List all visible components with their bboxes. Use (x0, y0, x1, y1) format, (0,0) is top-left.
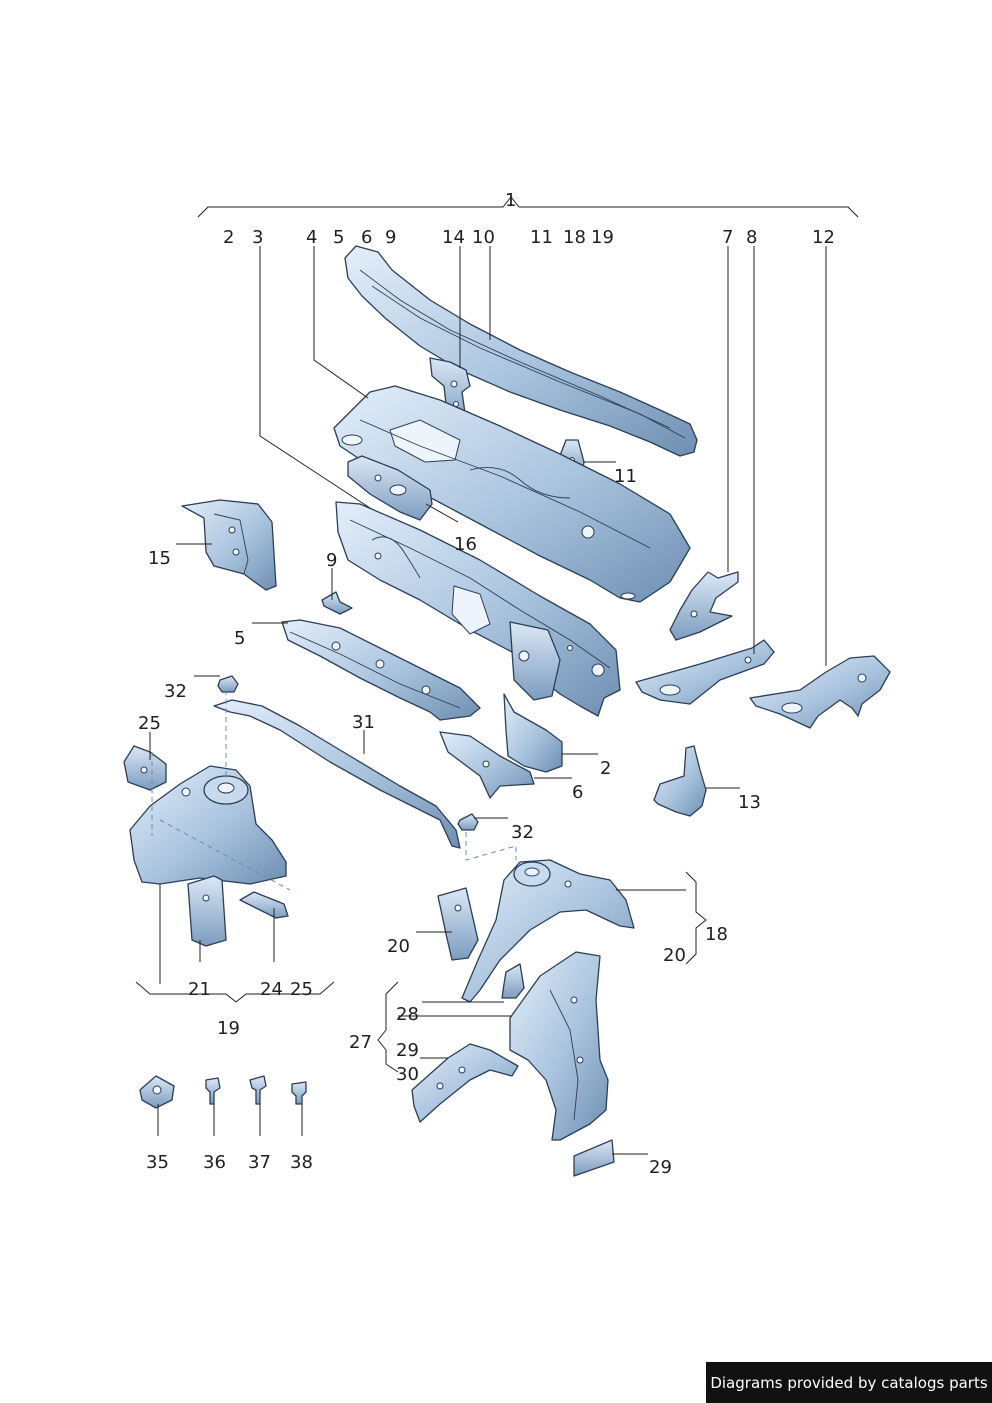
callout-13: 13 (738, 792, 761, 813)
part-8-strip (635, 639, 775, 705)
callout-20-right: 20 (663, 945, 686, 966)
part-28-bracket (501, 963, 525, 999)
callout-6: 6 (572, 782, 583, 803)
part-38-screw (291, 1081, 307, 1105)
part-3-bulkhead (335, 501, 621, 717)
part-9-tab (321, 591, 353, 615)
part-37-bolt (249, 1075, 267, 1105)
part-19-strut-tower (129, 765, 287, 885)
callout-36: 36 (203, 1152, 226, 1173)
callout-28: 28 (396, 1004, 419, 1025)
part-32-nut-upper (217, 675, 239, 693)
callout-16: 16 (454, 534, 477, 555)
callout-18-top: 18 (563, 227, 586, 248)
callout-21: 21 (188, 979, 211, 1000)
callout-38: 38 (290, 1152, 313, 1173)
callout-32-lower: 32 (511, 822, 534, 843)
part-24-strap (239, 891, 289, 919)
callout-37: 37 (248, 1152, 271, 1173)
callout-29-lower: 29 (649, 1157, 672, 1178)
callouts: 1 2 3 4 5 6 9 14 10 11 18 19 7 8 12 11 1… (138, 190, 835, 1178)
callout-11: 11 (614, 466, 637, 487)
part-15-side-panel (181, 499, 277, 591)
part-29-plate (573, 1139, 615, 1177)
callout-19-top: 19 (591, 227, 614, 248)
part-20-bracket (437, 887, 479, 961)
callout-5-top: 5 (333, 227, 344, 248)
callout-2-top: 2 (223, 227, 234, 248)
callout-35: 35 (146, 1152, 169, 1173)
part-27-wheelhouse (509, 951, 609, 1141)
callout-7-top: 7 (722, 227, 733, 248)
part-6-bracket (439, 731, 535, 799)
callout-1: 1 (505, 190, 516, 211)
callout-25: 25 (138, 713, 161, 734)
part-21-bracket (187, 875, 227, 947)
part-5-sill (281, 619, 481, 721)
callout-29: 29 (396, 1040, 419, 1061)
part-4-plenum-panel (333, 385, 691, 603)
callout-6-top: 6 (361, 227, 372, 248)
callout-11-top: 11 (530, 227, 553, 248)
attribution-banner: Diagrams provided by catalogs parts (706, 1362, 992, 1403)
callout-14-top: 14 (442, 227, 465, 248)
callout-5: 5 (234, 628, 245, 649)
part-2-bracket (503, 693, 563, 773)
callout-8-top: 8 (746, 227, 757, 248)
part-18-strut-tower (461, 859, 635, 1003)
callout-20: 20 (387, 936, 410, 957)
part-31-strut-brace (213, 699, 461, 849)
part-10-cowl-crossmember (344, 245, 698, 457)
callout-24: 24 (260, 979, 283, 1000)
callout-12-top: 12 (812, 227, 835, 248)
callout-27: 27 (349, 1032, 372, 1053)
callout-2: 2 (600, 758, 611, 779)
callout-19: 19 (217, 1018, 240, 1039)
assembly-bracket-1 (197, 196, 859, 218)
callout-32-upper: 32 (164, 681, 187, 702)
callout-9: 9 (326, 550, 337, 571)
callout-15: 15 (148, 548, 171, 569)
callout-10-top: 10 (472, 227, 495, 248)
part-13-bracket (653, 745, 707, 817)
callout-4-top: 4 (306, 227, 317, 248)
callout-25-lower: 25 (290, 979, 313, 1000)
part-35-nut (139, 1075, 175, 1109)
part-36-bolt (205, 1077, 221, 1105)
part-25-bracket (123, 745, 167, 791)
callout-9-top: 9 (385, 227, 396, 248)
part-12-box-member (749, 655, 891, 729)
part-7-bracket (669, 571, 739, 641)
callout-30: 30 (396, 1064, 419, 1085)
leader-lines (135, 246, 827, 1155)
callout-31: 31 (352, 712, 375, 733)
callout-3-top: 3 (252, 227, 263, 248)
alignment-lines (151, 690, 517, 891)
callout-18: 18 (705, 924, 728, 945)
part-30-rail (411, 1043, 519, 1123)
part-16-reinforcement (347, 455, 433, 521)
part-32-nut-lower (457, 813, 479, 831)
